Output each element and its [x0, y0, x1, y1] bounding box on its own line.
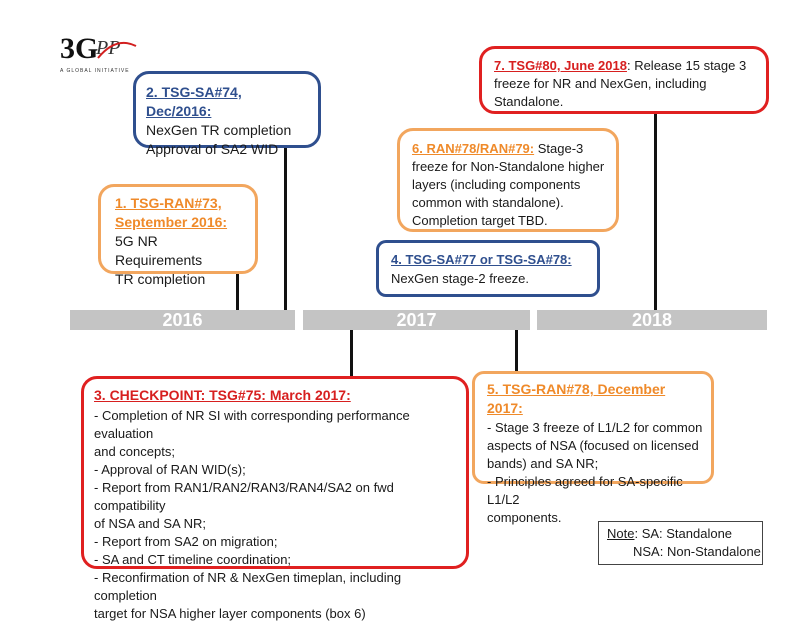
box4-title: 4. TSG-SA#77 or TSG-SA#78:: [391, 252, 572, 267]
milestone-box-7: 7. TSG#80, June 2018: Release 15 stage 3…: [479, 46, 769, 114]
connector-box5: [515, 330, 518, 376]
milestone-box-1: 1. TSG-RAN#73, September 2016: 5G NR Req…: [98, 184, 258, 287]
box2-line2: Approval of SA2 WID: [146, 141, 279, 157]
box6-title-rest: Stage-3: [534, 141, 584, 156]
box5-line: - Stage 3 freeze of L1/L2 for common: [487, 420, 703, 435]
box3-line: - Completion of NR SI with corresponding…: [94, 408, 410, 441]
milestone-box-3: 3. CHECKPOINT: TSG#75: March 2017: - Com…: [81, 376, 469, 621]
box1-line2: TR completion: [115, 271, 206, 287]
box7-title: 7. TSG#80, June 2018: [494, 58, 627, 73]
box4-line1: NexGen stage-2 freeze.: [391, 271, 530, 286]
box5-line: bands) and SA NR;: [487, 456, 599, 471]
3gpp-logo: 3G PP A GLOBAL INITIATIVE: [58, 28, 140, 78]
box1-line1: 5G NR Requirements: [115, 233, 203, 268]
box2-line1: NexGen TR completion: [146, 122, 292, 138]
box5-line: - Principles agreed for SA-specific L1/L…: [487, 474, 683, 507]
note-line2: NSA: Non-Standalone: [633, 544, 761, 559]
box1-title-line1: 1. TSG-RAN#73,: [115, 195, 222, 211]
box3-line: of NSA and SA NR;: [94, 516, 207, 531]
milestone-box-4: 4. TSG-SA#77 or TSG-SA#78: NexGen stage-…: [376, 240, 600, 297]
note-line1: Note: SA: Standalone: [607, 525, 762, 543]
box6-line: common with standalone).: [412, 195, 564, 210]
box5-title: 5. TSG-RAN#78, December 2017:: [487, 381, 666, 416]
box3-line: - Report from SA2 on migration;: [94, 534, 278, 549]
milestone-box-2: 2. TSG-SA#74, Dec/2016: NexGen TR comple…: [133, 71, 321, 157]
box5-list: - Stage 3 freeze of L1/L2 for common asp…: [487, 419, 703, 527]
box5-line: aspects of NSA (focused on licensed: [487, 438, 699, 453]
box1-title-line2: September 2016:: [115, 214, 228, 230]
box6-line: Completion target TBD.: [412, 213, 548, 228]
connector-box1: [236, 272, 239, 310]
box7-line: Standalone.: [494, 94, 564, 109]
box7-title-row: 7. TSG#80, June 2018: Release 15 stage 3: [494, 57, 758, 75]
box3-line: target for NSA higher layer components (…: [94, 606, 366, 621]
box6-title-row: 6. RAN#78/RAN#79: Stage-3: [412, 140, 608, 158]
connector-box7: [654, 112, 657, 310]
box7-line: freeze for NR and NexGen, including: [494, 76, 707, 91]
connector-box2: [284, 146, 287, 310]
box3-line: and concepts;: [94, 444, 175, 459]
timeline-2018: 2018: [537, 310, 767, 330]
box2-title: 2. TSG-SA#74, Dec/2016:: [146, 84, 242, 119]
box3-title: 3. CHECKPOINT: TSG#75: March 2017:: [94, 387, 351, 403]
box7-title-rest: : Release 15 stage 3: [626, 58, 747, 73]
milestone-box-6: 6. RAN#78/RAN#79: Stage-3 freeze for Non…: [397, 128, 619, 232]
connector-box3: [350, 330, 353, 378]
legend-note: Note: SA: Standalone NSA: Non-Standalone: [598, 521, 763, 565]
box3-list: - Completion of NR SI with corresponding…: [94, 407, 458, 623]
box6-title: 6. RAN#78/RAN#79:: [412, 141, 535, 156]
box3-line: - Reconfirmation of NR & NexGen timeplan…: [94, 570, 402, 603]
3gpp-logo-mark: 3G PP A GLOBAL INITIATIVE: [60, 32, 137, 74]
timeline-2016: 2016: [70, 310, 295, 330]
box6-line: layers (including components: [412, 177, 581, 192]
box3-line: - Report from RAN1/RAN2/RAN3/RAN4/SA2 on…: [94, 480, 394, 513]
box6-line: freeze for Non-Standalone higher: [412, 159, 605, 174]
svg-text:3G: 3G: [60, 32, 98, 65]
box5-line: components.: [487, 510, 562, 525]
box3-line: - SA and CT timeline coordination;: [94, 552, 292, 567]
svg-text:A GLOBAL INITIATIVE: A GLOBAL INITIATIVE: [60, 68, 130, 74]
note-line1-rest: : SA: Standalone: [634, 526, 733, 541]
note-label: Note: [607, 526, 635, 541]
milestone-box-5: 5. TSG-RAN#78, December 2017: - Stage 3 …: [472, 371, 714, 525]
timeline-2017: 2017: [303, 310, 530, 330]
box3-line: - Approval of RAN WID(s);: [94, 462, 246, 477]
